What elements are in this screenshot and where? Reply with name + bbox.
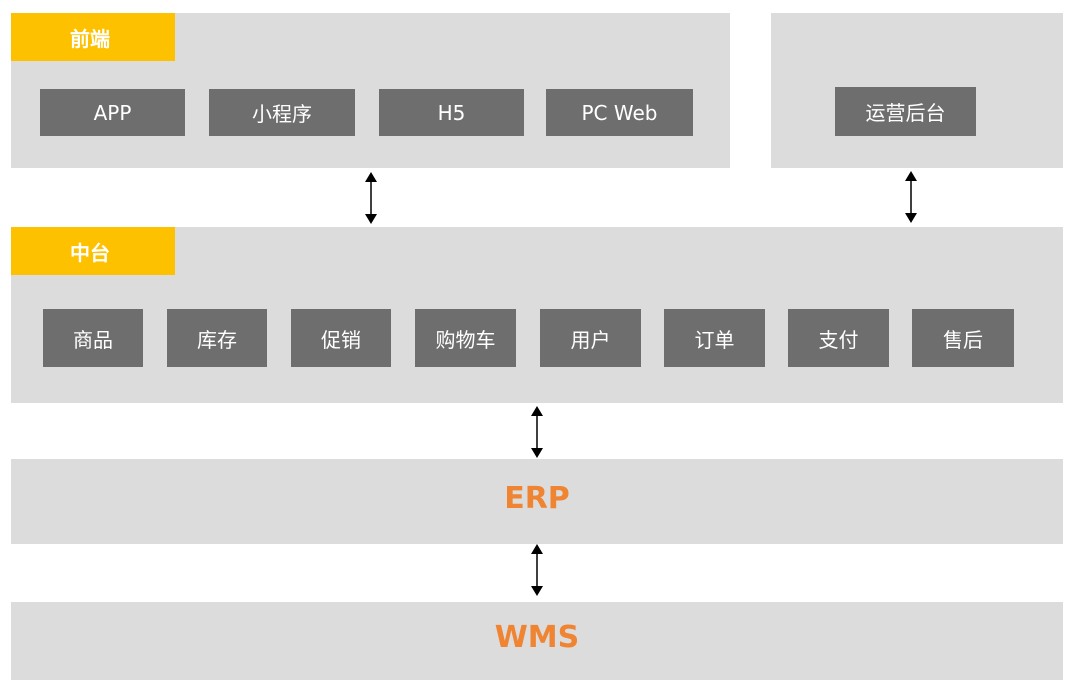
middle-item-product: 商品 bbox=[43, 309, 143, 367]
middle-item-after-sales: 售后 bbox=[912, 309, 1014, 367]
ops-backend-item: 运营后台 bbox=[835, 87, 976, 136]
arrow-erp-wms bbox=[531, 544, 543, 596]
erp-label: ERP bbox=[504, 481, 570, 516]
middle-item-promotion: 促销 bbox=[291, 309, 391, 367]
erp-panel: ERP bbox=[11, 459, 1063, 544]
middle-item-order: 订单 bbox=[664, 309, 765, 367]
frontend-item-pc-web: PC Web bbox=[546, 89, 693, 136]
frontend-item-h5: H5 bbox=[379, 89, 524, 136]
middle-platform-panel: 中台 商品 库存 促销 购物车 用户 订单 支付 售后 bbox=[11, 227, 1063, 403]
wms-label: WMS bbox=[494, 620, 580, 655]
arrow-ops-middle bbox=[905, 171, 917, 223]
middle-item-inventory: 库存 bbox=[167, 309, 267, 367]
wms-panel: WMS bbox=[11, 602, 1063, 680]
middle-item-payment: 支付 bbox=[788, 309, 889, 367]
frontend-title: 前端 bbox=[11, 13, 175, 61]
middle-item-cart: 购物车 bbox=[415, 309, 516, 367]
arrow-middle-erp bbox=[531, 406, 543, 458]
arrow-frontend-middle bbox=[365, 172, 377, 224]
middle-item-user: 用户 bbox=[540, 309, 641, 367]
frontend-panel: 前端 APP 小程序 H5 PC Web bbox=[11, 13, 730, 168]
frontend-item-app: APP bbox=[40, 89, 185, 136]
ops-panel: 运营后台 bbox=[771, 13, 1063, 168]
frontend-item-mini-program: 小程序 bbox=[209, 89, 355, 136]
middle-platform-title: 中台 bbox=[11, 227, 175, 275]
